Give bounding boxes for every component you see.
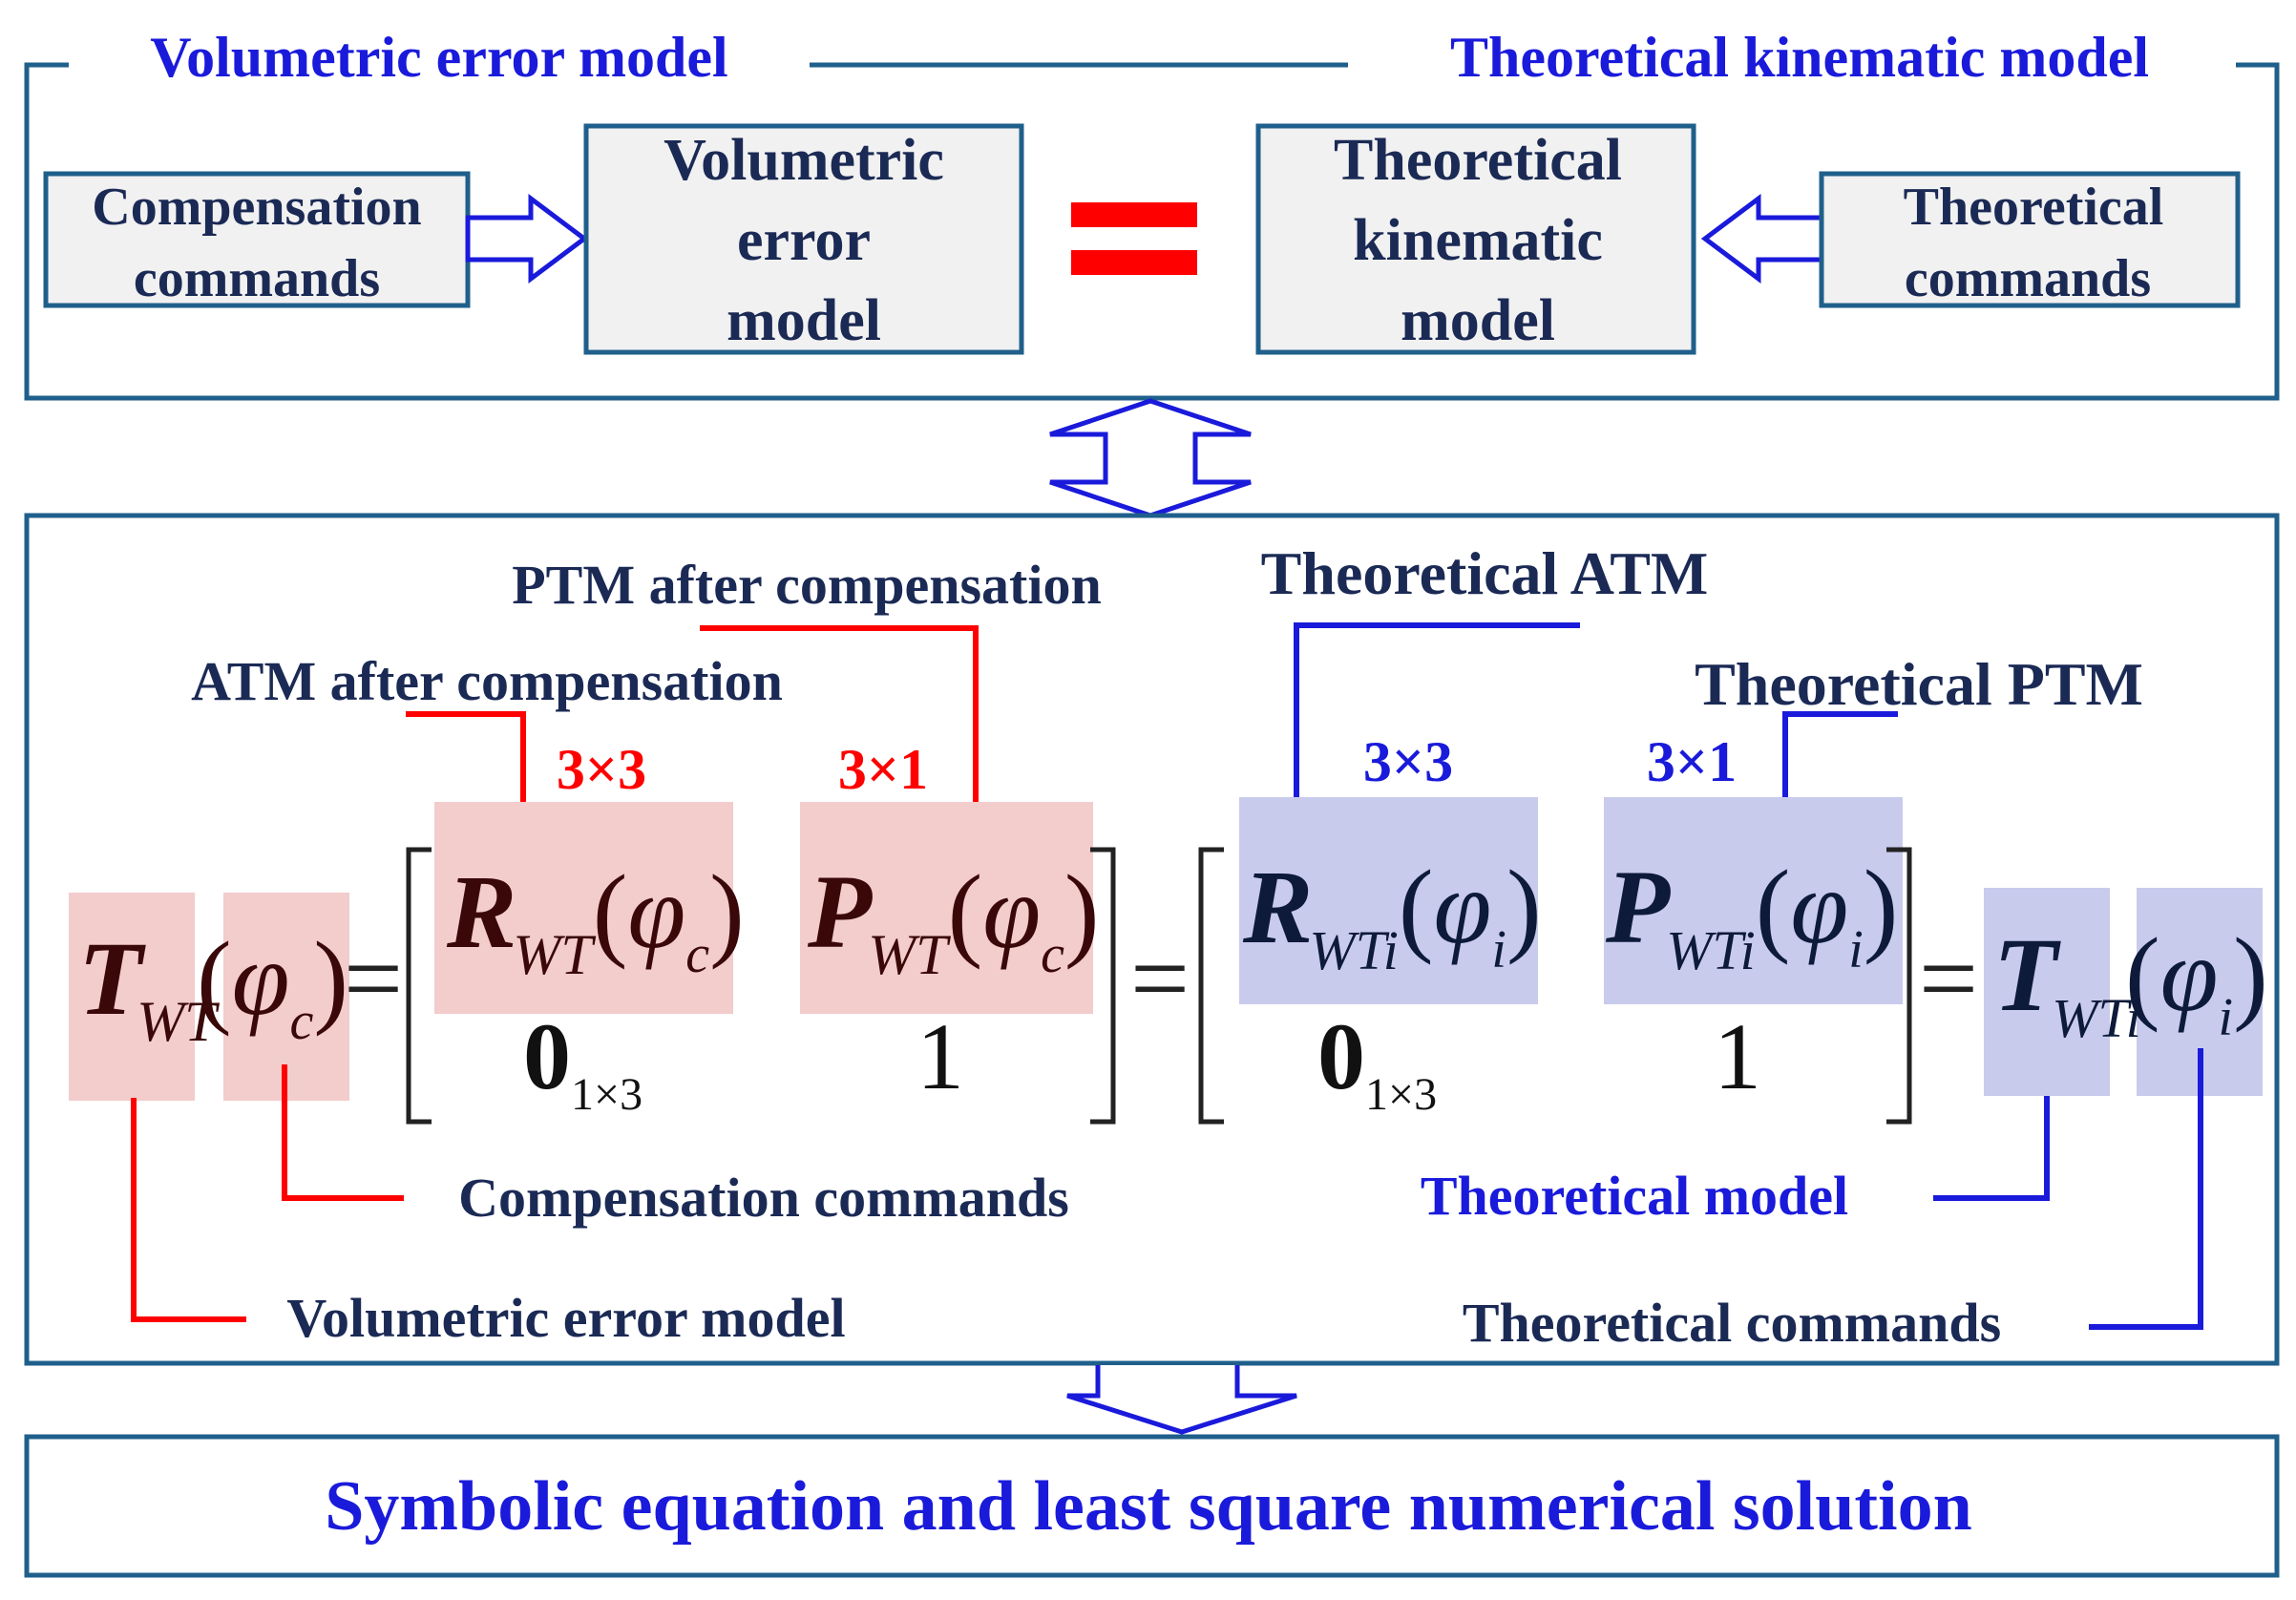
connector-volumetric-error-model xyxy=(131,1098,246,1322)
top-title-right: Theoretical kinematic model xyxy=(1450,26,2149,89)
label-theoretical-atm: Theoretical ATM xyxy=(1261,539,1709,607)
theoretical-commands-box xyxy=(1819,171,2241,308)
matrix-bracket-left-2 xyxy=(1198,847,1224,1125)
connector-atm-after xyxy=(406,711,526,802)
math-t-wt: TWT xyxy=(78,920,220,1053)
math-phi-i: (φi) xyxy=(2125,916,2268,1047)
volumetric-box-line3: model xyxy=(727,288,881,353)
compensation-box-line2: commands xyxy=(134,249,380,308)
connector-theoretical-ptm xyxy=(1782,711,1898,797)
math-r-wti: RWTi(φi) xyxy=(1242,849,1542,981)
bottom-panel: Symbolic equation and least square numer… xyxy=(24,1434,2280,1578)
label-theoretical-ptm: Theoretical PTM xyxy=(1695,650,2143,718)
highlight-p-wt xyxy=(800,802,1093,1014)
commands-box-line2: commands xyxy=(1905,249,2151,308)
matrix-bracket-right-1 xyxy=(1090,847,1116,1125)
top-panel-frame xyxy=(24,62,2280,401)
connector-ptm-after xyxy=(700,625,979,802)
theoretical-box-line3: model xyxy=(1401,288,1555,353)
math-p-wti: PWTi(φi) xyxy=(1605,849,1898,981)
bottom-panel-text: Symbolic equation and least square numer… xyxy=(325,1467,1972,1546)
arrow-left-icon xyxy=(1700,194,1824,284)
math-one-1: 1 xyxy=(916,1003,964,1109)
equals-sign-icon xyxy=(1071,202,1197,275)
connector-compensation-commands xyxy=(282,1064,404,1201)
double-arrow-icon xyxy=(1049,398,1252,518)
math-equals-3: = xyxy=(1919,920,1978,1037)
highlight-t-wti xyxy=(1984,888,2110,1096)
label-theoretical-model: Theoretical model xyxy=(1421,1165,1848,1227)
theoretical-box-line1: Theoretical xyxy=(1334,128,1622,193)
highlight-p-wti xyxy=(1604,797,1903,1004)
theoretical-box-line2: kinematic xyxy=(1353,208,1603,273)
math-zero-2: 01×3 xyxy=(1317,1003,1437,1120)
math-p-wt: PWT(φc) xyxy=(807,853,1100,986)
matrix-bracket-right-2 xyxy=(1886,847,1912,1125)
highlight-t-wt xyxy=(69,893,195,1101)
arrow-down-icon xyxy=(1066,1365,1297,1435)
matrix-bracket-left-1 xyxy=(406,847,432,1125)
top-title-left: Volumetric error model xyxy=(150,26,727,89)
math-one-2: 1 xyxy=(1714,1003,1761,1109)
label-ptm-after-compensation: PTM after compensation xyxy=(512,554,1102,616)
arrow-right-icon xyxy=(465,194,589,284)
equation-panel-frame xyxy=(24,513,2280,1366)
top-panel: Volumetric error model Theoretical kinem… xyxy=(24,26,2280,401)
connector-theoretical-model xyxy=(1933,1096,2050,1201)
math-zero-1: 01×3 xyxy=(523,1003,642,1120)
label-atm-after-compensation: ATM after compensation xyxy=(191,650,783,712)
dim-p-theoretical: 3×1 xyxy=(1647,730,1737,793)
math-t-wti: TWTi xyxy=(1993,916,2141,1049)
volumetric-box-line2: error xyxy=(737,208,871,273)
connector-theoretical-commands xyxy=(2089,1048,2203,1330)
equation-panel: PTM after compensation ATM after compens… xyxy=(24,513,2280,1366)
highlight-r-wti xyxy=(1239,797,1538,1004)
commands-box-line1: Theoretical xyxy=(1904,178,2164,237)
highlight-r-wt xyxy=(434,802,733,1014)
label-volumetric-error-model: Volumetric error model xyxy=(286,1287,845,1349)
label-compensation-commands: Compensation commands xyxy=(458,1167,1069,1229)
dim-r-theoretical: 3×3 xyxy=(1363,730,1453,793)
dim-p-after-compensation: 3×1 xyxy=(838,738,928,801)
bottom-panel-frame xyxy=(24,1434,2280,1578)
math-r-wt: RWT(φc) xyxy=(446,853,745,986)
theoretical-kinematic-model-box xyxy=(1255,123,1696,355)
dim-r-after-compensation: 3×3 xyxy=(557,738,646,801)
label-theoretical-commands: Theoretical commands xyxy=(1463,1292,2001,1354)
compensation-box-line1: Compensation xyxy=(92,178,421,237)
volumetric-error-model-box xyxy=(583,123,1024,355)
volumetric-box-line1: Volumetric xyxy=(664,128,944,193)
math-phi-c: (φc) xyxy=(197,920,348,1051)
math-equals-2: = xyxy=(1130,920,1190,1037)
connector-theoretical-atm xyxy=(1294,622,1580,797)
math-equals-1: = xyxy=(344,920,403,1037)
